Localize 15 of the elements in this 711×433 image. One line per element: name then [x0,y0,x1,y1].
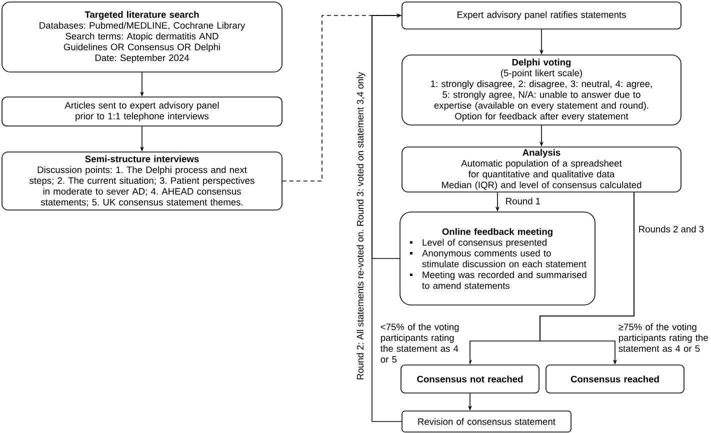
process-box: Semi-structure interviews Discussion points: 1. The Delphi process and next steps; 2. The current situation; 3. Patient perspectives in moderate to sever AD; 4. AHEAD consensus statements; 5. UK consensus statement themes. [2,152,282,210]
edge-label: Round 1 [504,196,542,206]
process-box: Delphi voting (5-point likert scale) 1: strongly disagree, 2: disagree, 3: neutral, 4: agree, 5: strongly agree, N/A: unable to answer due to expertise (available on every statement and round). Option for feedback after every statement [402,54,682,126]
edge-label: <75% of the voting participants rating the statement as 4 or 5 [379,322,470,364]
process-box: Analysis Automatic population of a spreadsheet for quantitative and qualitative data Median (IQR) and level of consensus calculated [402,146,682,192]
meeting-box: Online feedback meeting Level of consensus presented Anonymous comments used to stimulate discussion on each statement Meeting was recorded and summarised to amend statements [400,212,596,306]
edge-label: ≥75% of the voting participants rating the statement as 4 or 5 [617,322,711,353]
process-box: Expert advisory panel ratifies statements [402,2,682,30]
edge-label: Round 2: All statements re-voted on. Round 3: voted on statement 3,4 only [356,70,366,382]
outcome-box: Consensus reached [546,364,684,394]
process-box: Targeted literature search Databases: Pubmed/MEDLINE, Cochrane Library Search terms: Atopic dermatitis AND Guidelines OR Consensus OR Delphi Date: September 2024 [2,2,282,72]
process-box: Articles sent to expert advisory panel prior to 1:1 telephone interviews [2,96,282,126]
process-box: Revision of consensus statement [402,410,572,432]
outcome-box: Consensus not reached [400,364,540,394]
round-label: Rounds 2 and 3 [637,224,706,234]
